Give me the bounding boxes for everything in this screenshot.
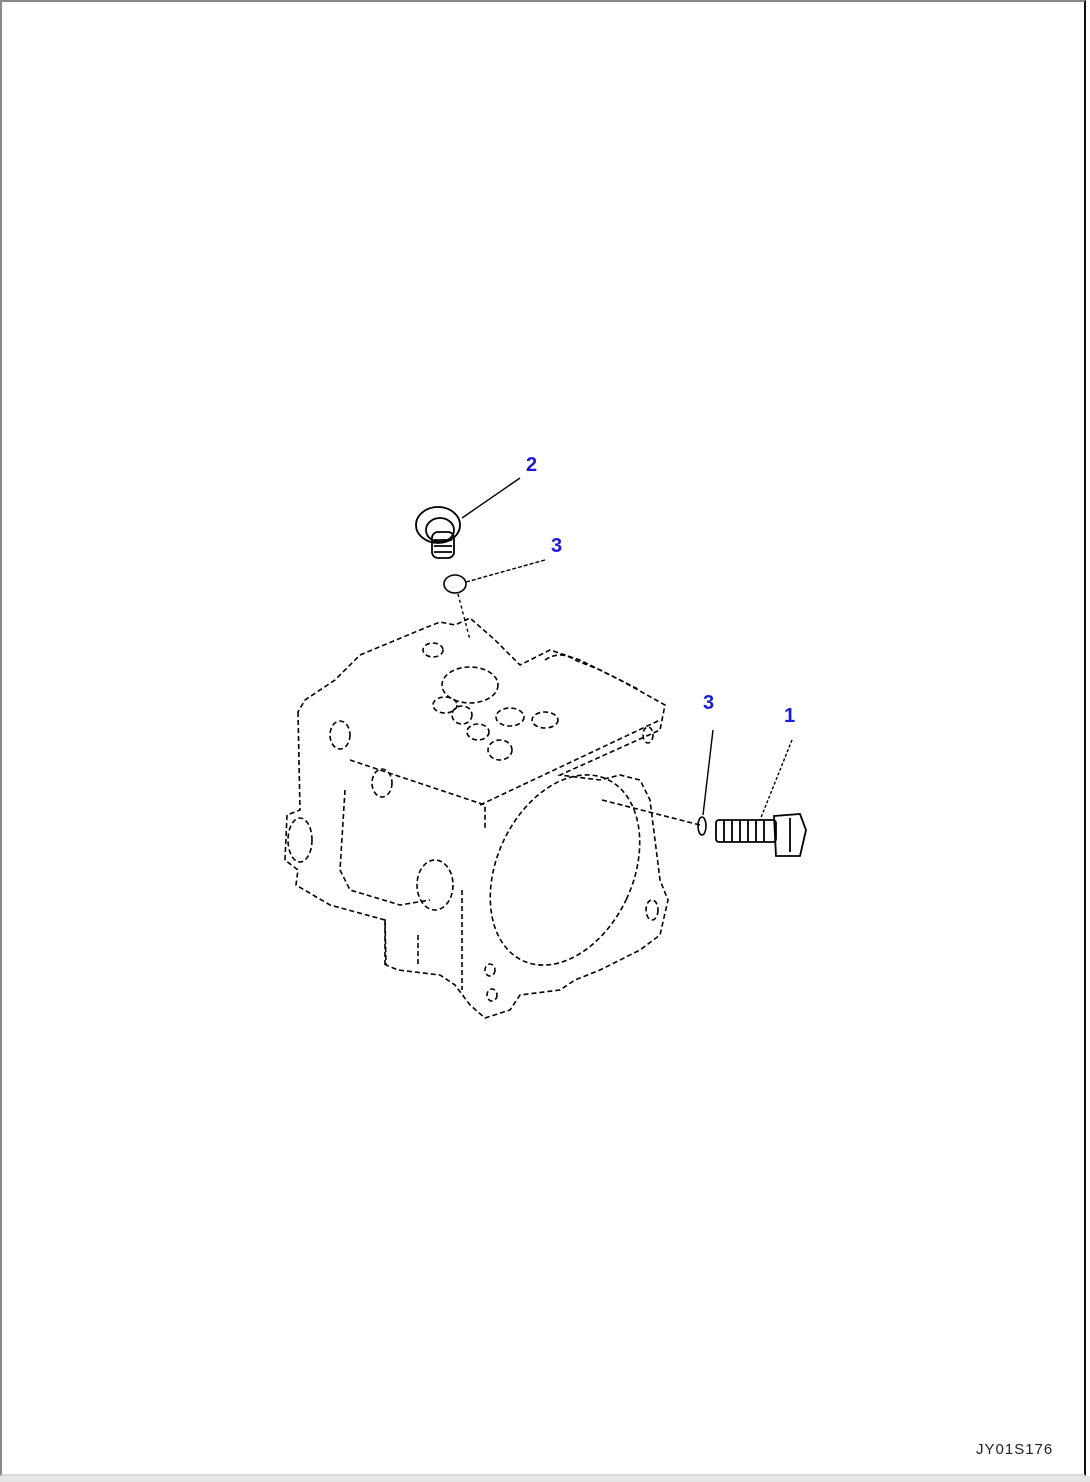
callout-3-side: 3 (703, 692, 715, 714)
o-ring-top (443, 574, 467, 594)
leader-lines (457, 477, 793, 821)
callout-2: 2 (526, 454, 538, 476)
o-ring-side (697, 816, 707, 836)
bolt-part (715, 813, 807, 857)
housing-outline (284, 617, 701, 1019)
callout-3-top: 3 (551, 535, 563, 557)
callout-1: 1 (784, 705, 796, 727)
bottom-strip (0, 1476, 1090, 1482)
drawing-code: JY01S176 (976, 1441, 1054, 1458)
plug-part (415, 506, 461, 559)
